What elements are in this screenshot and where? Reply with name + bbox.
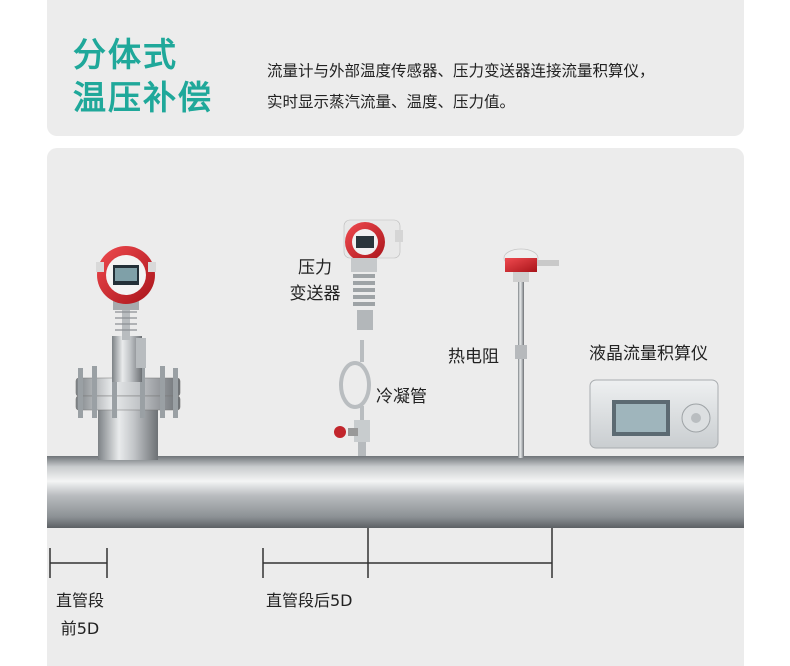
needle-valve: [334, 420, 370, 456]
lcd-totalizer-device: [589, 379, 719, 449]
thermal-resistor-label: 热电阻: [448, 347, 499, 367]
downstream-dimension-line: [262, 528, 553, 578]
header-panel: [47, 0, 744, 136]
title-line-1: 分体式: [73, 35, 178, 74]
description-line-2: 实时显示蒸汽流量、温度、压力值。: [267, 93, 516, 111]
main-pipe: [47, 456, 744, 528]
pressure-transmitter: [343, 219, 403, 330]
description-line-1: 流量计与外部温度传感器、压力变送器连接流量积算仪，: [267, 62, 655, 80]
pressure-transmitter-label-line2: 变送器: [289, 284, 341, 304]
upstream-dimension-label: 直管段 前5D: [50, 587, 110, 643]
vortex-flowmeter: [75, 246, 181, 460]
pressure-transmitter-label-line1: 压力: [298, 258, 332, 278]
lcd-totalizer-label: 液晶流量积算仪: [589, 344, 708, 364]
upstream-dimension-label-line1: 直管段: [55, 591, 104, 610]
title-line-2: 温压补偿: [73, 78, 213, 117]
thermal-resistor: [503, 248, 559, 458]
downstream-dimension-label: 直管段后5D: [266, 591, 353, 610]
condenser-tube-label: 冷凝管: [376, 387, 427, 407]
upstream-dimension-line: [49, 548, 108, 578]
upstream-dimension-label-line2: 前5D: [60, 619, 100, 638]
condenser-tube: [339, 340, 371, 420]
pressure-transmitter-label: 压力 变送器: [285, 255, 345, 307]
